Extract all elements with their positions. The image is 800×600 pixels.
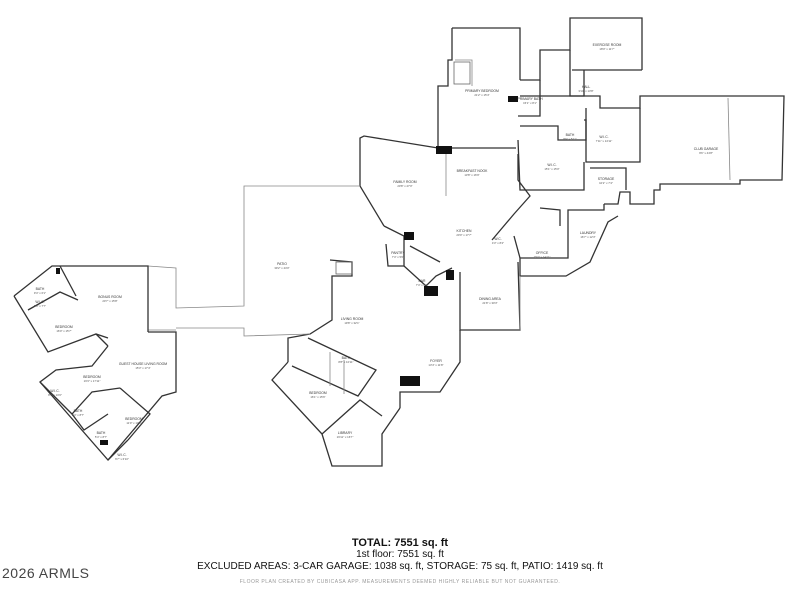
room-dimensions: 9'6" x 44'8" [699, 151, 713, 155]
room-label: BEDROOM [55, 325, 73, 329]
room-label: PRIMARY BEDROOM [465, 89, 499, 93]
room-dimensions: 16'0" x 15'7" [56, 329, 71, 333]
room-dimensions: 9'4" x 6'1" [34, 291, 46, 295]
room-label: BATH [566, 133, 575, 137]
room-dimensions: 3'10" x 13'8" [578, 89, 593, 93]
room-label: BATH [36, 287, 45, 291]
room-dimensions: 5'8" x 7'7" [34, 304, 46, 308]
room-label: HALL [582, 85, 591, 89]
room-dimensions: 39'2" x 44'0" [274, 266, 289, 270]
room-dimensions: 5'4" x 8'7" [72, 413, 84, 417]
room-dimensions: 13'8" x 16'9" [464, 173, 479, 177]
room-dimensions: 8'9" x 5'11" [563, 137, 577, 141]
room-label: LIBRARY [338, 431, 353, 435]
room-dimensions: 20'7" x 15'8" [102, 299, 117, 303]
room-label: FOYER [430, 359, 442, 363]
room-label: W.I.C. [35, 300, 44, 304]
room-label: BATH [342, 356, 351, 360]
room-label: OFFICE [536, 251, 549, 255]
room-label: BONUS ROOM [98, 295, 122, 299]
room-dimensions: 15'1" x 15'0" [544, 167, 559, 171]
room-label: FAMILY ROOM [393, 180, 416, 184]
room-dimensions: 15'2" x 14'11" [534, 255, 551, 259]
room-label: BATH [74, 409, 83, 413]
room-label: LIVING ROOM [341, 317, 364, 321]
main-house-walls [147, 17, 785, 467]
room-dimensions: 20'8" x 27'0" [397, 184, 412, 188]
room-label: PANTRY [391, 251, 405, 255]
area-summary: TOTAL: 7551 sq. ft 1st floor: 7551 sq. f… [0, 537, 800, 573]
room-label: LAUNDRY [580, 231, 597, 235]
excluded-areas: EXCLUDED AREAS: 3-CAR GARAGE: 1038 sq. f… [197, 561, 603, 572]
room-dimensions: 16'1" x 15'6" [310, 395, 325, 399]
room-label: CLUB GARAGE [694, 147, 719, 151]
room-label: BAR [419, 279, 427, 283]
room-label: DINING AREA [479, 297, 502, 301]
room-dimensions: 20'0" x 17'7" [456, 233, 471, 237]
room-label: BEDROOM [83, 375, 101, 379]
room-dimensions: 15'1" x 8'1" [523, 101, 537, 105]
room-label: STORAGE [598, 177, 615, 181]
room-label: PATIO [277, 262, 287, 266]
room-label: W.C. [494, 237, 501, 241]
room-dimensions: 7'4" x 8'4" [416, 283, 428, 287]
room-dimensions: 16'7" x 12'3" [580, 235, 595, 239]
fixtures [56, 61, 518, 445]
room-label: BREAKFAST NOOK [457, 169, 489, 173]
room-label: BATH [97, 431, 106, 435]
room-dimensions: 21'8" x 30'3" [482, 301, 497, 305]
room-dimensions: 13'4" x 11'8" [428, 363, 443, 367]
floor-area: 1st floor: 7551 sq. ft [356, 549, 444, 560]
room-dimensions: 4'3" x 8'4" [492, 241, 504, 245]
room-label: KITCHEN [457, 229, 472, 233]
room-dimensions: 15'3" x 17'4" [135, 366, 150, 370]
room-label: BEDROOM [125, 417, 143, 421]
room-dimensions: 7'4" x 5'0" [392, 255, 404, 259]
room-label: W.I.C. [117, 453, 126, 457]
total-area: TOTAL: 7551 sq. ft [351, 537, 449, 549]
disclaimer-note: FLOOR PLAN CREATED BY CUBICASA APP. MEAS… [239, 579, 561, 585]
room-dimensions: 19'8" x 32'1" [344, 321, 359, 325]
guest-house-walls [13, 265, 177, 461]
room-dimensions: 18'0" x 11'7" [599, 47, 614, 51]
room-dimensions: 7'11" x 14'11" [596, 139, 612, 143]
room-dimensions: 16'11" x 16'7" [337, 435, 354, 439]
room-label: BEDROOM [309, 391, 327, 395]
room-label: EXERCISE ROOM [593, 43, 622, 47]
room-label: W.I.C. [50, 389, 59, 393]
room-dimensions: 6'7" x 6'10" [115, 457, 129, 461]
room-label: PRIMARY BATH [517, 97, 543, 101]
room-dimensions: 10'2" x 7'4" [599, 181, 613, 185]
room-dimensions: 5'4" x 8'7" [95, 435, 107, 439]
watermark: 2026 ARMLS [2, 565, 90, 581]
room-dimensions: 11'0" x 13'8" [126, 421, 141, 425]
room-label: GUEST HOUSE LIVING ROOM [119, 362, 167, 366]
room-dimensions: 16'3" x 17'11" [84, 379, 101, 383]
room-dimensions: 8'4" x 10'0" [48, 393, 62, 397]
room-dimensions: 8'8" x 10'11" [338, 360, 353, 364]
room-label: W.I.C. [547, 163, 556, 167]
room-dimensions: 21'2" x 15'4" [474, 93, 489, 97]
room-label: W.I.C. [599, 135, 608, 139]
